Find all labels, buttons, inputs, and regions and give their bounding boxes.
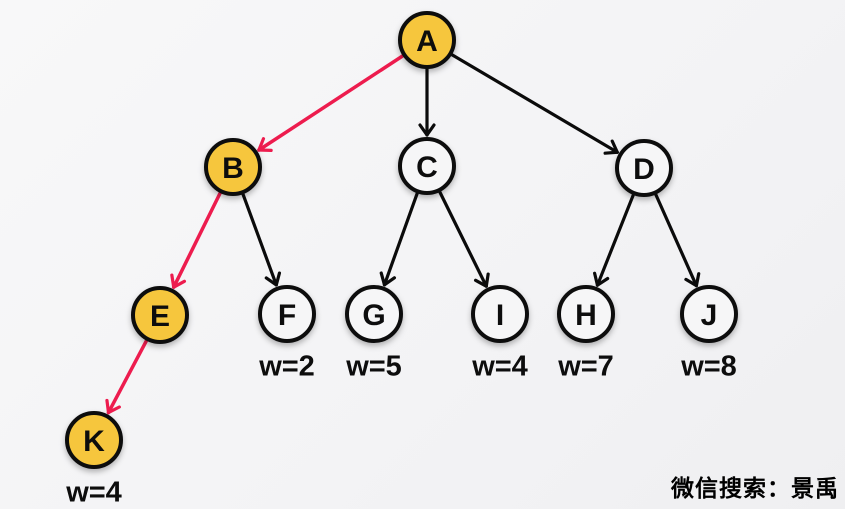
edge-B-E	[170, 191, 222, 289]
node-label-K: K	[83, 425, 105, 458]
edge-D-H	[593, 193, 635, 287]
node-label-G: G	[362, 299, 385, 332]
node-circle-K	[65, 411, 123, 469]
watermark-text: 微信搜索：景禹	[671, 475, 839, 501]
node-E: E	[131, 286, 189, 344]
node-B: B	[204, 138, 262, 196]
edge-D-J	[654, 192, 701, 288]
node-F: Fw=2	[258, 285, 316, 382]
weight-label-K: w=4	[65, 476, 122, 508]
node-K: Kw=4	[65, 411, 123, 508]
node-I: Iw=4	[471, 285, 529, 382]
nodes-layer: A B C D E Fw=2 Gw=5 Iw=4 Hw=7 Jw=8Kw=4	[65, 11, 738, 508]
node-circle-E	[131, 286, 189, 344]
edges-layer	[105, 53, 701, 415]
weight-label-F: w=2	[258, 350, 315, 382]
node-circle-C	[398, 137, 456, 195]
node-circle-G	[345, 285, 403, 343]
node-circle-H	[557, 285, 615, 343]
node-H: Hw=7	[557, 285, 615, 382]
edge-C-G	[379, 191, 419, 287]
edge-E-K	[105, 338, 149, 415]
edge-B-F	[241, 192, 282, 287]
node-label-A: A	[416, 25, 438, 58]
node-label-E: E	[150, 300, 170, 333]
node-circle-A	[398, 11, 456, 69]
edge-A-D	[450, 53, 619, 155]
weight-label-H: w=7	[557, 350, 614, 382]
weight-label-I: w=4	[471, 350, 528, 382]
node-circle-B	[204, 138, 262, 196]
edge-A-B	[257, 54, 405, 153]
weight-label-J: w=8	[680, 350, 737, 382]
node-label-C: C	[416, 151, 438, 184]
node-circle-I	[471, 285, 529, 343]
node-J: Jw=8	[680, 285, 738, 382]
node-A: A	[398, 11, 456, 69]
node-G: Gw=5	[345, 285, 403, 382]
edge-C-I	[438, 190, 490, 288]
node-circle-J	[680, 285, 738, 343]
node-circle-F	[258, 285, 316, 343]
node-label-J: J	[701, 299, 718, 332]
node-label-H: H	[575, 299, 597, 332]
node-circle-D	[615, 139, 673, 197]
node-label-F: F	[278, 299, 296, 332]
node-C: C	[398, 137, 456, 195]
weight-label-G: w=5	[345, 350, 402, 382]
node-label-D: D	[633, 153, 655, 186]
node-D: D	[615, 139, 673, 197]
node-label-I: I	[496, 299, 504, 332]
node-label-B: B	[222, 152, 244, 185]
